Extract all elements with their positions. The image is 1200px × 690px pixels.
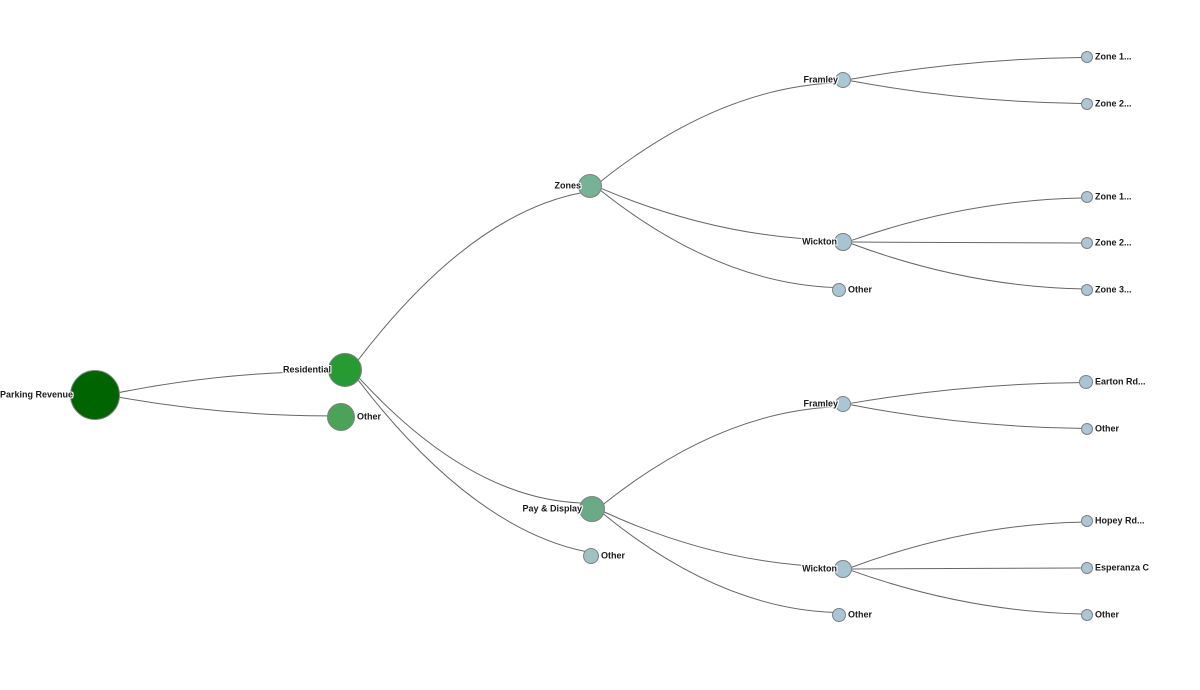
tree-edge xyxy=(357,379,586,552)
tree-edge xyxy=(603,511,835,568)
tree-edge xyxy=(603,513,833,613)
tree-node-label-p_other: Other xyxy=(848,609,873,620)
tree-node-label-pf_earton: Earton Rd... xyxy=(1095,376,1146,387)
tree-node-label-zw_z1: Zone 1... xyxy=(1095,191,1132,202)
tree-node-paydisplay[interactable] xyxy=(579,496,605,522)
tree-node-other_l2[interactable] xyxy=(583,548,599,564)
tree-node-z_other[interactable] xyxy=(832,283,846,297)
tree-node-residential[interactable] xyxy=(328,353,362,387)
tree-edge xyxy=(850,404,1082,429)
tree-node-label-residential: Residential xyxy=(282,364,331,375)
tree-edge xyxy=(850,57,1082,80)
tree-node-label-pf_other: Other xyxy=(1095,423,1120,434)
tree-node-pw_other[interactable] xyxy=(1081,609,1093,621)
tree-edge xyxy=(357,192,581,361)
tree-node-label-zf_z2: Zone 2... xyxy=(1095,98,1132,109)
tree-node-p_framley[interactable] xyxy=(835,396,851,412)
tree-edge xyxy=(851,197,1082,241)
tree-edge xyxy=(851,570,1082,615)
tree-node-zw_z3[interactable] xyxy=(1081,284,1093,296)
tree-node-label-other_l1: Other xyxy=(357,411,382,422)
tree-node-pf_earton[interactable] xyxy=(1079,375,1093,389)
tree-node-p_other[interactable] xyxy=(832,608,846,622)
tree-edge xyxy=(600,190,833,288)
tree-edge xyxy=(850,382,1080,404)
tree-node-z_wickton[interactable] xyxy=(834,233,852,251)
tree-node-zw_z1[interactable] xyxy=(1081,191,1093,203)
tree-node-label-zw_z3: Zone 3... xyxy=(1095,284,1132,295)
tree-node-label-z_wickton: Wickton xyxy=(802,236,837,247)
tree-node-label-zw_z2: Zone 2... xyxy=(1095,237,1132,248)
tree-edge xyxy=(358,377,582,504)
tree-node-label-zones: Zones xyxy=(554,180,581,191)
tree-node-zones[interactable] xyxy=(578,174,602,198)
tree-node-pw_hopey[interactable] xyxy=(1081,515,1093,527)
tree-node-root[interactable] xyxy=(70,370,120,420)
tree-node-label-paydisplay: Pay & Display xyxy=(522,503,582,514)
tree-node-label-zf_z1: Zone 1... xyxy=(1095,51,1132,62)
tree-node-zw_z2[interactable] xyxy=(1081,237,1093,249)
tree-node-label-root: Parking Revenue xyxy=(0,389,73,400)
tree-edge xyxy=(118,371,329,394)
tree-node-label-z_framley: Framley xyxy=(803,74,838,85)
tree-node-zf_z2[interactable] xyxy=(1081,98,1093,110)
tree-node-z_framley[interactable] xyxy=(835,72,851,88)
tree-edge xyxy=(600,188,835,241)
tree-edge xyxy=(118,396,328,417)
tree-edge xyxy=(850,80,1082,104)
tree-edge xyxy=(600,82,837,182)
tree-edge xyxy=(851,241,1082,244)
tree-node-other_l1[interactable] xyxy=(327,403,355,431)
tree-node-label-pw_esper: Esperanza C xyxy=(1095,562,1150,573)
tree-edge xyxy=(851,521,1082,568)
tree-node-pf_other[interactable] xyxy=(1081,423,1093,435)
tree-node-label-other_l2: Other xyxy=(601,550,626,561)
tree-node-p_wickton[interactable] xyxy=(834,560,852,578)
tree-node-label-p_wickton: Wickton xyxy=(802,563,837,574)
tree-edge xyxy=(603,406,837,505)
tree-node-label-pw_hopey: Hopey Rd... xyxy=(1095,515,1145,526)
tree-node-zf_z1[interactable] xyxy=(1081,51,1093,63)
tree-edge xyxy=(851,243,1082,290)
tree-node-pw_esper[interactable] xyxy=(1081,562,1093,574)
tree-edge xyxy=(851,567,1082,570)
tree-node-label-pw_other: Other xyxy=(1095,609,1120,620)
tree-node-label-z_other: Other xyxy=(848,284,873,295)
tree-node-label-p_framley: Framley xyxy=(803,398,838,409)
